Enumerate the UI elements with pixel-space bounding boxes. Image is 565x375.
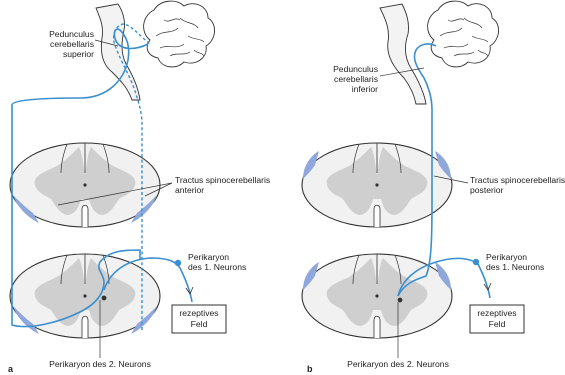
label-perikaryon-1-a-2: des 1. Neurons	[188, 262, 246, 272]
cerebellum-b	[428, 1, 499, 67]
panel-b: Pedunculus cerebellaris inferior Tractus…	[302, 1, 565, 374]
label-perikaryon-1-b-2: des 1. Neurons	[486, 262, 544, 272]
label-pedunculus-b-1: Pedunculus	[333, 64, 378, 74]
brainstem-b	[380, 4, 426, 104]
label-field-a-1: rezeptives	[179, 308, 218, 318]
panel-a: Pedunculus cerebellaris superior Tractus…	[8, 1, 270, 374]
label-tract-b-1: Tractus spinocerebellaris	[470, 175, 565, 185]
label-perikaryon-2-b: Perikaryon des 2. Neurons	[347, 359, 449, 369]
perikaryon-1-a	[175, 260, 181, 266]
label-field-b-2: Feld	[489, 319, 506, 329]
label-perikaryon-1-a-1: Perikaryon	[188, 252, 229, 262]
panel-letter-b: b	[307, 364, 313, 374]
perikaryon-2-b	[398, 298, 403, 303]
label-pedunculus-b-2: cerebellaris	[334, 74, 378, 84]
label-perikaryon-1-b-1: Perikaryon	[486, 252, 527, 262]
label-field-b-1: rezeptives	[477, 308, 516, 318]
panel-letter-a: a	[8, 364, 14, 374]
spinal-cord-upper-b	[302, 143, 452, 227]
perikaryon-2-a	[102, 296, 107, 301]
label-tract-a-1: Tractus spinocerebellaris	[175, 175, 270, 185]
spinal-cord-upper-a	[10, 143, 160, 227]
label-tract-a-2: anterior	[175, 185, 204, 195]
label-pedunculus-a-2: cerebellaris	[50, 39, 94, 49]
label-tract-b-2: posterior	[470, 185, 504, 195]
label-pedunculus-b-3: inferior	[352, 84, 378, 94]
cerebellum-a	[144, 1, 215, 67]
label-field-a-2: Feld	[191, 319, 208, 329]
label-pedunculus-a-1: Pedunculus	[49, 29, 94, 39]
label-perikaryon-2-a: Perikaryon des 2. Neurons	[49, 359, 151, 369]
label-pedunculus-a-3: superior	[63, 49, 94, 59]
